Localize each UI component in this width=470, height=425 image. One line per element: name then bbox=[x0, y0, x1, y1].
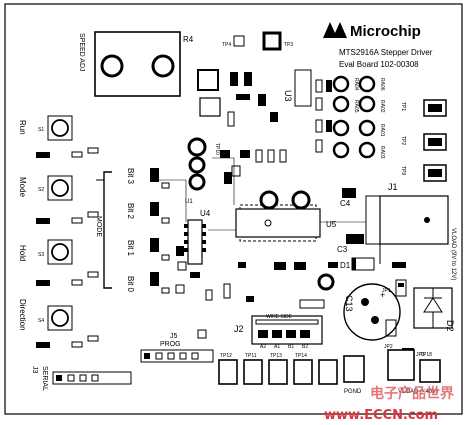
prog-header-j5[interactable] bbox=[140, 349, 214, 363]
c13-ref: C13 bbox=[344, 295, 354, 312]
u1-ref: U1 bbox=[185, 199, 193, 205]
capacitor-c13: + bbox=[343, 283, 401, 341]
speed-adj-potentiometer[interactable] bbox=[94, 31, 181, 97]
d2-ref: D2 bbox=[445, 320, 455, 332]
power-connector-j1[interactable] bbox=[365, 195, 449, 264]
vload-terminal[interactable] bbox=[387, 349, 441, 383]
svg-text:+: + bbox=[380, 290, 385, 300]
pot-ref-label: R4 bbox=[183, 35, 194, 44]
hold-button[interactable] bbox=[47, 239, 73, 265]
pgnd-terminal[interactable] bbox=[343, 355, 365, 383]
bit1-label: Bit 1 bbox=[126, 240, 135, 257]
u5-ref: U5 bbox=[326, 220, 337, 229]
ra05-label: RA05 bbox=[353, 100, 359, 113]
microchip-logo: Microchip bbox=[323, 22, 421, 40]
mode-button[interactable] bbox=[47, 175, 73, 201]
s4-ref: S4 bbox=[38, 318, 44, 324]
board-title: MTS2916A Stepper Driver bbox=[339, 48, 433, 57]
j1-ref: J1 bbox=[388, 182, 398, 192]
u4-ref: U4 bbox=[200, 209, 211, 218]
motor-pin-a1: A1 bbox=[274, 344, 280, 350]
test-point-cluster bbox=[187, 137, 335, 291]
mcu-chip-u4 bbox=[184, 219, 206, 265]
vload-range-label: VLOAD (9V to 12V) bbox=[450, 228, 456, 280]
serial-label: SERIAL bbox=[41, 366, 48, 391]
tp10-ref: TP10 bbox=[214, 143, 220, 155]
motor-test-points bbox=[218, 359, 338, 385]
motor-connector-j2[interactable] bbox=[251, 315, 323, 345]
logo-text: Microchip bbox=[350, 23, 421, 40]
tp13-ref: TP13 bbox=[270, 353, 282, 359]
tp4-ref: TP4 bbox=[222, 42, 231, 48]
ra04-label: RA04 bbox=[353, 78, 359, 91]
hold-label: Hold bbox=[18, 245, 27, 261]
c4-ref: C4 bbox=[340, 199, 351, 208]
bit3-label: Bit 3 bbox=[126, 168, 135, 185]
s2-ref: S2 bbox=[38, 187, 44, 193]
board-part-number: Eval Board 102-00308 bbox=[339, 60, 419, 69]
board-outline bbox=[4, 3, 463, 415]
mode-label: Mode bbox=[18, 177, 27, 198]
prog-label: PROG bbox=[160, 341, 181, 348]
diode-d1 bbox=[351, 257, 375, 271]
d1-ref: D1 bbox=[340, 261, 351, 270]
mode-switch-bracket bbox=[103, 171, 112, 289]
jp1-ref: JP1 bbox=[382, 288, 391, 294]
ra01-label: RA01 bbox=[379, 124, 385, 137]
tp9-ref: TP9 bbox=[400, 166, 406, 175]
bridge-rectifier-d2 bbox=[413, 287, 453, 329]
ra03-label: RA03 bbox=[379, 146, 385, 159]
tp11-ref: TP11 bbox=[245, 353, 257, 359]
resistor-array-block bbox=[332, 75, 376, 159]
run-button[interactable] bbox=[47, 115, 73, 141]
speed-adj-label: SPEED ADJ bbox=[78, 33, 85, 72]
motor-pin-b2: B2 bbox=[302, 344, 308, 350]
tp1-ref: TP1 bbox=[400, 102, 406, 111]
watermark-chinese: 电子产品世界 bbox=[370, 385, 455, 402]
vload-bottom-label: VLOAD (<40V) bbox=[398, 389, 438, 395]
jp3-ref: JP3 bbox=[416, 352, 425, 358]
serial-header-j3[interactable] bbox=[52, 371, 132, 385]
tp3-ref: TP3 bbox=[284, 42, 293, 48]
microchip-logo-icon bbox=[323, 22, 347, 38]
mode-title: MODE bbox=[95, 216, 102, 237]
direction-label: Direction bbox=[18, 299, 27, 331]
pgnd-label: PGND bbox=[344, 389, 362, 395]
ra06-label: RA06 bbox=[379, 78, 385, 91]
driver-chip-u5 bbox=[235, 204, 321, 242]
motor-pin-b1: B1 bbox=[288, 344, 294, 350]
c3-ref: C3 bbox=[337, 245, 348, 254]
motor-pin-a2: A2 bbox=[260, 344, 266, 350]
tp18-ref: TP18 bbox=[420, 352, 432, 358]
ra02-label: RA02 bbox=[379, 100, 385, 113]
tp12-ref: TP12 bbox=[220, 353, 232, 359]
j5-ref: J5 bbox=[170, 333, 178, 340]
run-label: Run bbox=[18, 120, 27, 135]
wire-side-label: WIRE SIDE bbox=[266, 314, 293, 320]
bit0-label: Bit 0 bbox=[126, 276, 135, 293]
s3-ref: S3 bbox=[38, 252, 44, 258]
j2-ref: J2 bbox=[234, 324, 244, 334]
watermark-site: www.ECCN.com bbox=[324, 408, 438, 423]
s1-ref: S1 bbox=[38, 127, 44, 133]
u3-ref: U3 bbox=[283, 90, 293, 102]
jp2-ref: JP2 bbox=[384, 344, 393, 350]
tp14-ref: TP14 bbox=[295, 353, 307, 359]
bit2-label: Bit 2 bbox=[126, 203, 135, 220]
j3-ref: J3 bbox=[31, 366, 38, 374]
tp2-ref: TP2 bbox=[400, 136, 406, 145]
direction-button[interactable] bbox=[47, 305, 73, 331]
